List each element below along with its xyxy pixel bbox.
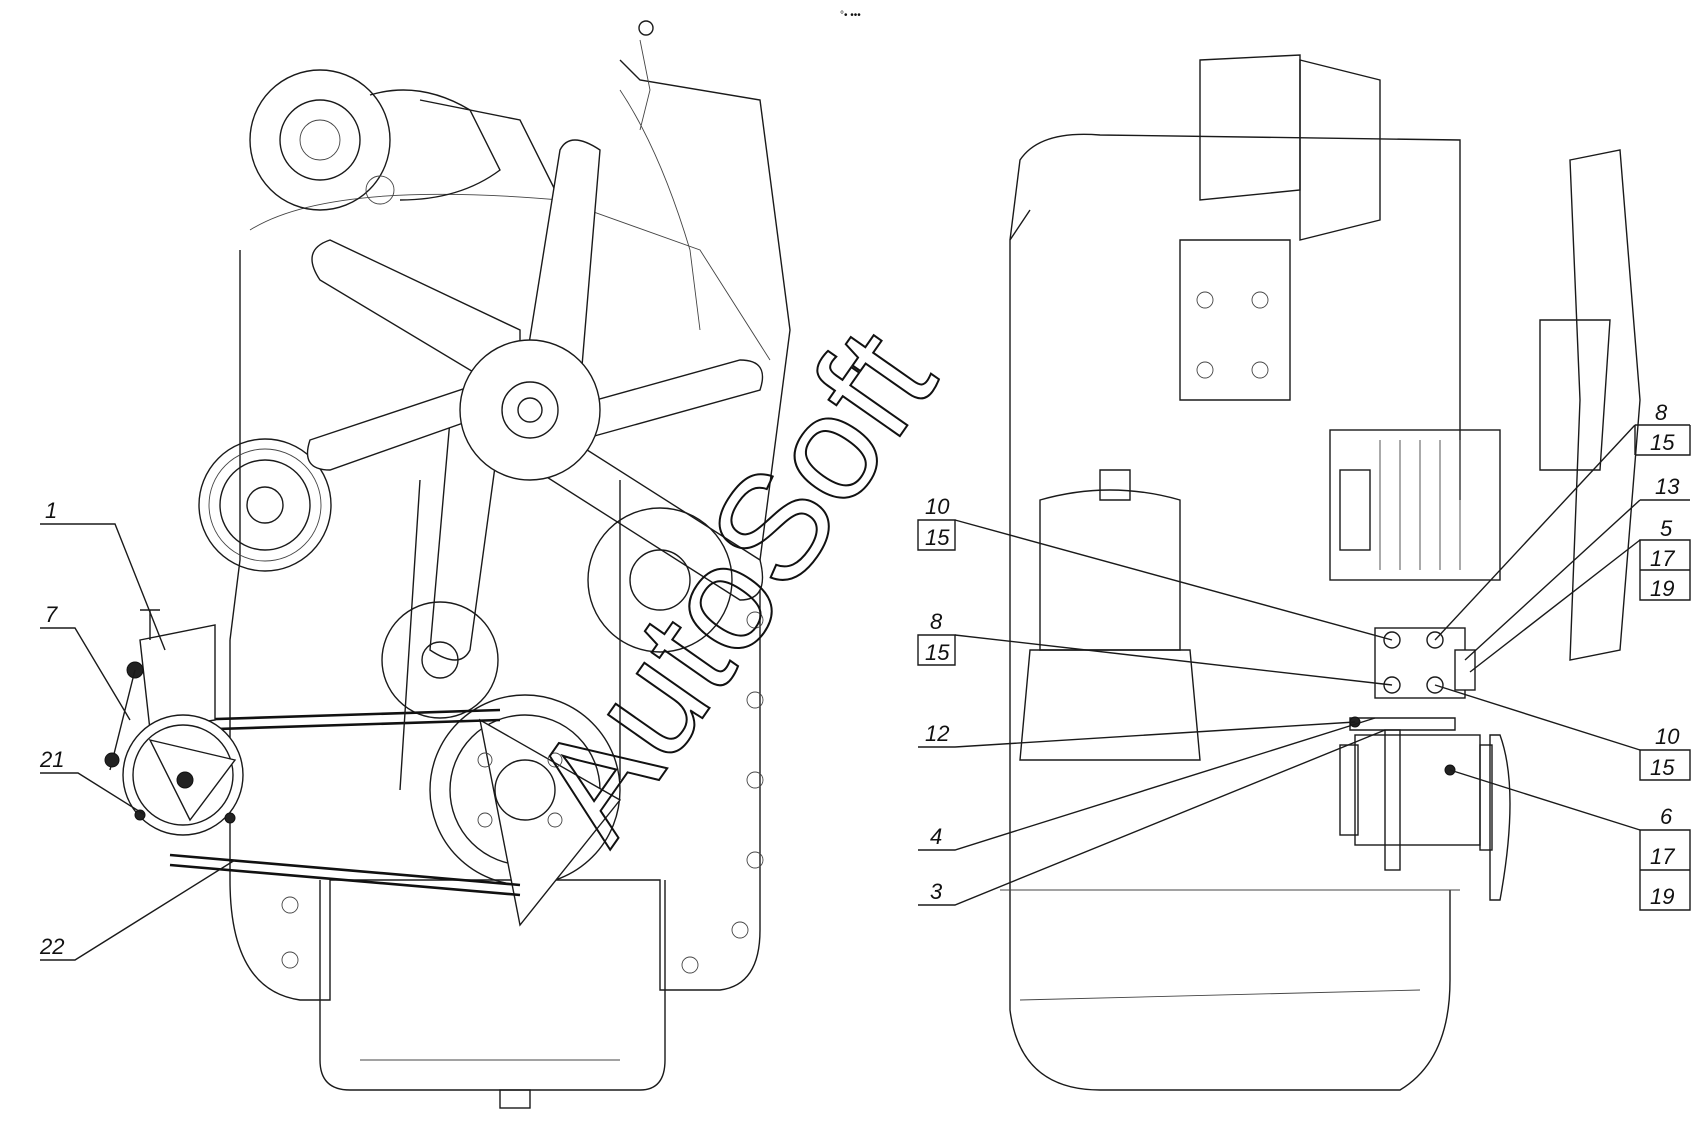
callout-1: 1 (45, 498, 57, 523)
callout-15-left-lower: 15 (925, 640, 950, 665)
right-callouts: 8 15 13 5 17 19 10 15 8 15 12 10 15 4 (917, 400, 1691, 911)
callout-21: 21 (39, 747, 64, 772)
alternator-side (1329, 429, 1501, 581)
ac-compressor-left (104, 609, 244, 836)
crankshaft-pulley (429, 694, 622, 927)
callout-4: 4 (930, 824, 942, 849)
alternator (198, 438, 332, 572)
callout-22: 22 (39, 934, 64, 959)
turbocharger (249, 69, 561, 211)
callout-19-top: 19 (1650, 576, 1674, 601)
callout-15-left: 15 (925, 525, 950, 550)
callout-19-bottom: 19 (1650, 884, 1674, 909)
callout-5: 5 (1660, 516, 1673, 541)
oil-filter (1019, 469, 1201, 761)
cooling-fan (306, 139, 764, 661)
front-view (104, 20, 791, 1109)
rear-plate-bolts (281, 611, 764, 974)
callout-8-top: 8 (1655, 400, 1668, 425)
ac-compressor-side (1339, 716, 1511, 901)
callout-7: 7 (45, 602, 58, 627)
callout-15-top: 15 (1650, 430, 1675, 455)
side-view (1000, 54, 1641, 1091)
callout-8-left: 8 (930, 609, 943, 634)
compressor-bracket-side (1349, 627, 1476, 731)
callout-10-right: 10 (1655, 724, 1680, 749)
callout-6: 6 (1660, 804, 1673, 829)
callout-17-bottom: 17 (1650, 844, 1675, 869)
header-mark: °• ••• (840, 10, 861, 21)
callout-17-top: 17 (1650, 546, 1675, 571)
callout-10-left: 10 (925, 494, 950, 519)
left-callouts: 1 7 21 22 (39, 498, 236, 961)
callout-12: 12 (925, 721, 949, 746)
callout-3: 3 (930, 879, 943, 904)
callout-13: 13 (1655, 474, 1680, 499)
callout-15-right: 15 (1650, 755, 1675, 780)
